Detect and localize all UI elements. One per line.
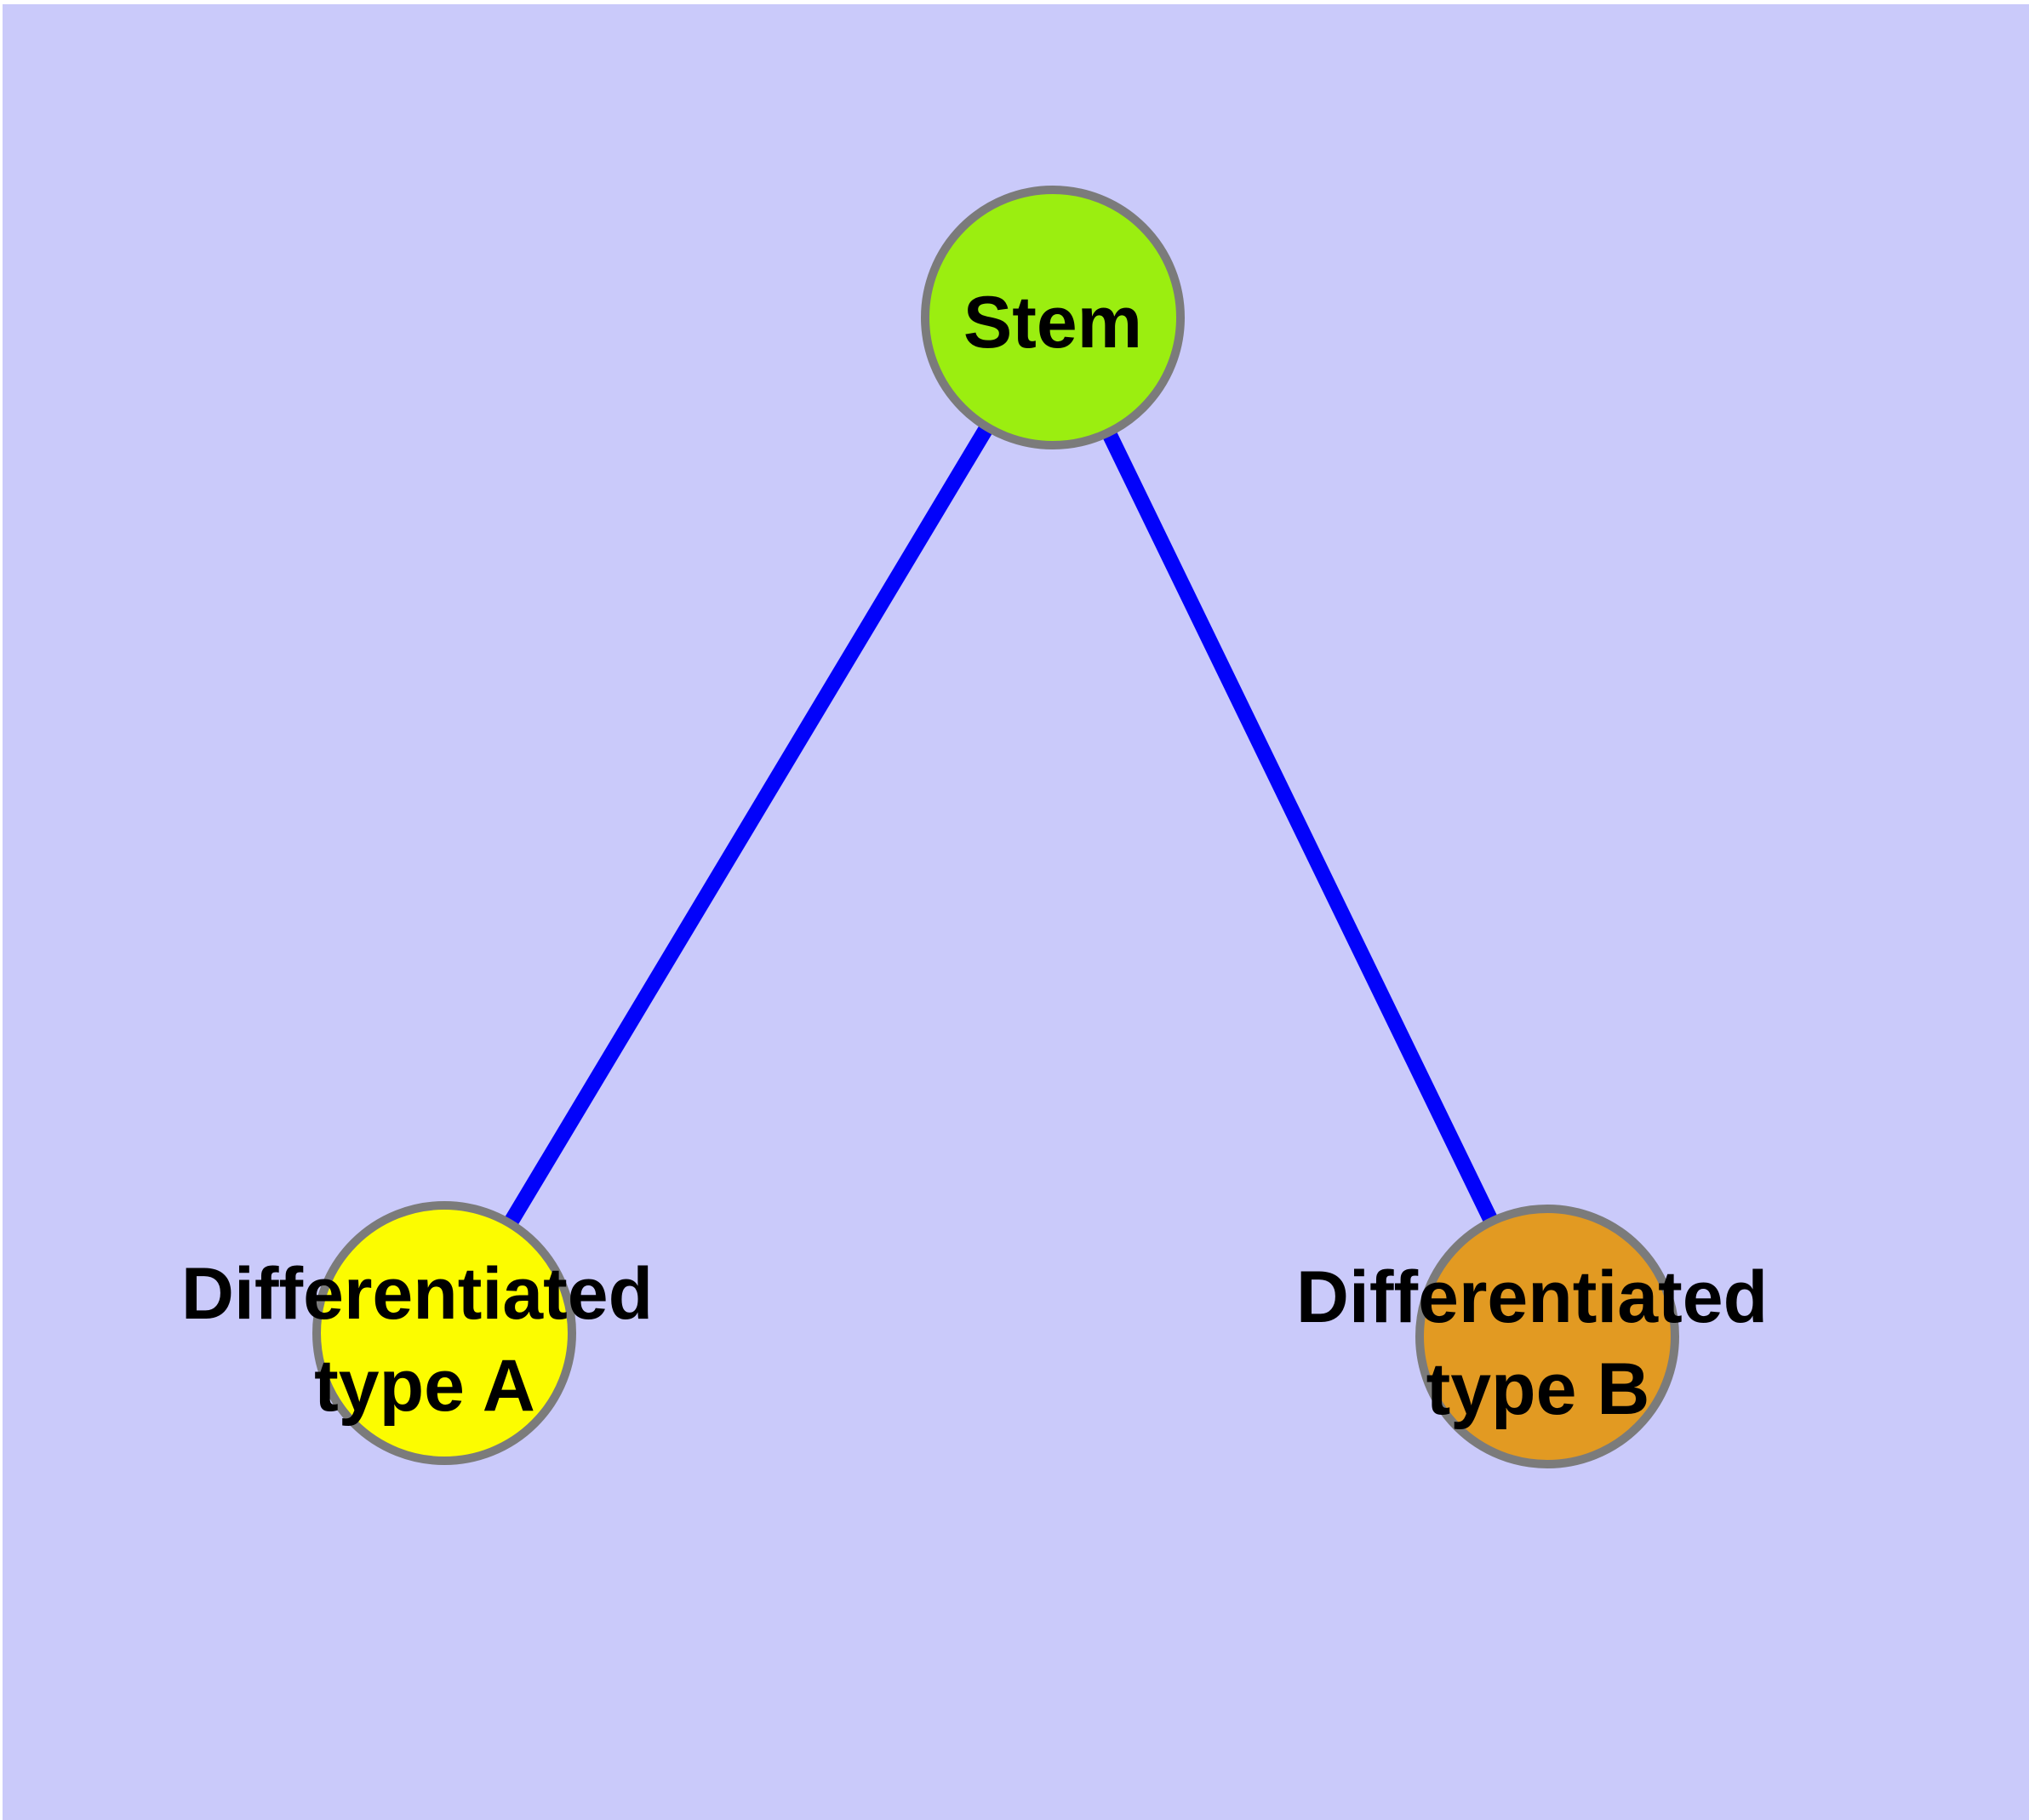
- node-type-b-circle[interactable]: [1415, 1205, 1679, 1468]
- node-type-a-label-line-2: type A: [314, 1345, 535, 1427]
- node-stem-circle[interactable]: [921, 186, 1185, 449]
- edge-stem-to-type-b[interactable]: [1045, 314, 1555, 1340]
- node-type-b-label-line-1: Differentiated: [1296, 1256, 1768, 1338]
- node-type-b-label-line-2: type B: [1426, 1348, 1650, 1430]
- node-type-a-circle[interactable]: [312, 1201, 576, 1465]
- node-stem-label: Stem: [963, 282, 1142, 363]
- node-type-a-label-line-1: Differentiated: [181, 1253, 653, 1335]
- edge-stem-to-type-a[interactable]: [437, 313, 1060, 1337]
